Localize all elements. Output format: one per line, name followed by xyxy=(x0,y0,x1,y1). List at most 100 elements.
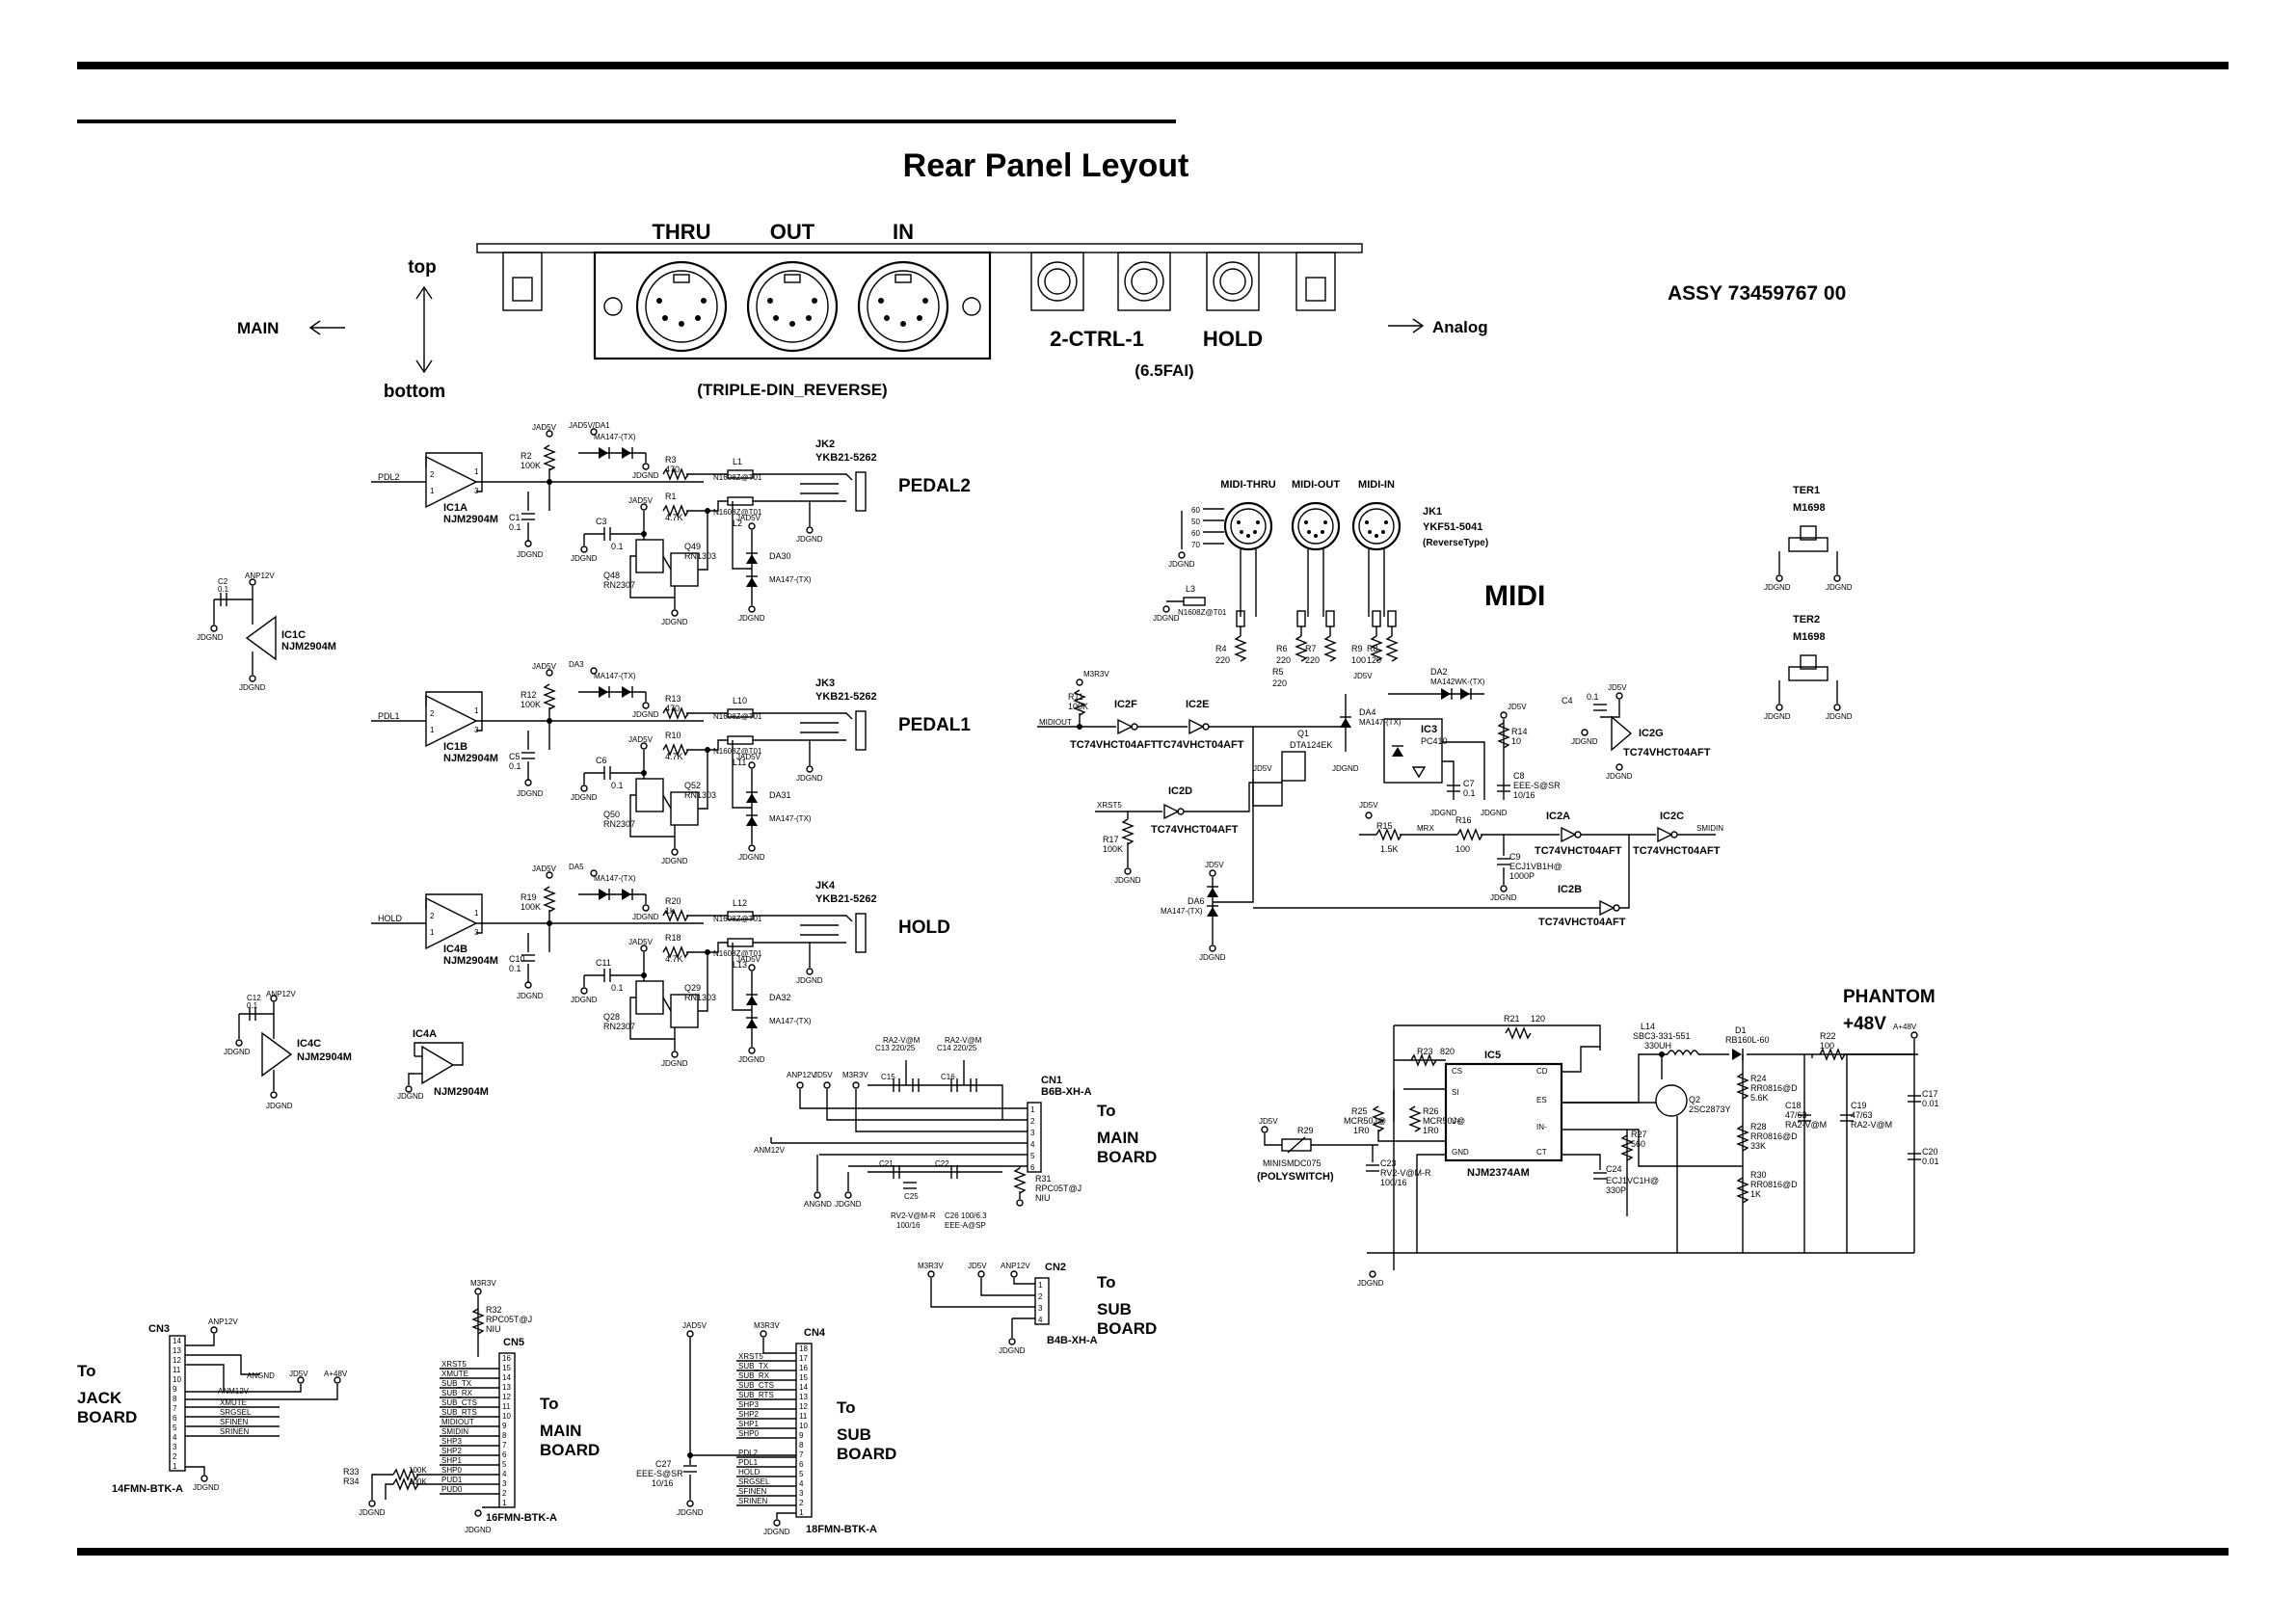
wire xyxy=(662,555,672,571)
din-caption: (TRIPLE-DIN_REVERSE) xyxy=(697,381,887,399)
ground-label: JDGND xyxy=(661,857,688,865)
ground-label: JDGND xyxy=(1357,1279,1384,1288)
signal-name: SMIDIN xyxy=(441,1427,468,1436)
ground-icon xyxy=(1209,945,1216,952)
cap-value: 0.1 xyxy=(509,964,521,973)
direction-main: MAIN xyxy=(237,319,279,337)
transistor-part: DTA124EK xyxy=(1290,740,1332,750)
inductor-part: N1608Z@T01 xyxy=(713,473,762,482)
supply-icon xyxy=(1261,1126,1268,1133)
jack-ref: JK1 xyxy=(1423,506,1442,518)
resistor-ref: R11 xyxy=(1068,692,1083,702)
inverter-ic2c xyxy=(1657,826,1678,843)
supply-label: JD5V xyxy=(1608,683,1627,692)
terminal-symbol xyxy=(1800,525,1817,541)
din-pin xyxy=(1365,520,1369,524)
din-pin xyxy=(1323,520,1327,524)
wire xyxy=(1287,1136,1306,1154)
ic-part: NJM2904M xyxy=(281,641,336,652)
diode-symbol xyxy=(599,889,608,900)
jack-function-name: HOLD xyxy=(898,918,950,938)
supply-icon xyxy=(334,1376,341,1384)
capacitor-symbol xyxy=(521,752,535,759)
ic-pin-name: ES xyxy=(1536,1096,1547,1104)
supply-label: JD5V xyxy=(1508,703,1527,711)
ground-icon xyxy=(1178,551,1186,559)
wire xyxy=(1264,1133,1282,1146)
cap-value: 0.1 xyxy=(1587,692,1599,702)
ground-label: JDGND xyxy=(1153,614,1180,623)
supply-icon xyxy=(927,1270,935,1278)
pin-number: 70 xyxy=(1191,541,1200,549)
ground-icon xyxy=(1162,605,1170,613)
resistor-value: 100K xyxy=(521,461,541,470)
pin-number: 5 xyxy=(1030,1152,1035,1160)
capacitor-symbol xyxy=(521,513,535,520)
wire xyxy=(686,500,728,512)
ground-icon xyxy=(806,765,814,773)
connector-cn5: CN51615141312111098765432116FMN-BTK-AToM… xyxy=(343,1279,600,1534)
inverter-ic2d xyxy=(1163,803,1185,820)
supply-icon xyxy=(1910,1031,1918,1039)
cap-ref: C9 xyxy=(1509,852,1521,862)
cap-value: 0.1 xyxy=(509,522,521,532)
ic-pin-name: GND xyxy=(1452,1148,1469,1157)
resistor-symbol xyxy=(1620,1134,1634,1161)
diode-symbol xyxy=(746,577,758,587)
inductor-value: 330UH xyxy=(1644,1041,1671,1051)
din-pin xyxy=(1240,530,1243,534)
supply-icon xyxy=(270,995,278,1002)
diode-part: MA147-(TX) xyxy=(1161,907,1203,916)
ic-part: TC74VHCT04AFT xyxy=(1151,824,1239,836)
pin-number: 14 xyxy=(173,1337,181,1345)
ground-icon xyxy=(814,1191,821,1199)
connector-body xyxy=(1034,1277,1050,1325)
junction-dot xyxy=(641,770,647,776)
resistor-ref: R3 xyxy=(665,455,677,465)
signal-name: PDL2 xyxy=(378,472,400,482)
signal-name: MIDIOUT xyxy=(441,1418,474,1426)
pin-number: 1 xyxy=(799,1508,804,1517)
inductor-ref: L12 xyxy=(733,898,747,908)
diode-symbol xyxy=(599,889,610,900)
resistor-value: 220 xyxy=(1276,655,1291,665)
terminal-symbol xyxy=(1800,654,1817,670)
ground-icon xyxy=(1124,867,1132,875)
resistor-ref: R19 xyxy=(521,892,537,902)
capacitor-symbol xyxy=(1593,704,1607,711)
resistor-symbol xyxy=(1819,1048,1846,1061)
inductor-symbol xyxy=(1183,597,1206,606)
connector-dest: MAIN xyxy=(1097,1129,1138,1147)
junction-dot xyxy=(705,747,710,753)
resistor-value: 100K xyxy=(1068,702,1088,711)
resistor-value: 1K xyxy=(1750,1189,1761,1199)
ic-pin-name: SI xyxy=(1452,1088,1459,1097)
diode-symbol xyxy=(622,889,633,900)
wire xyxy=(762,1338,796,1354)
assy-number: ASSY 73459767 00 xyxy=(1668,282,1846,305)
wire xyxy=(1619,835,1630,909)
resistor-part: NIU xyxy=(1035,1193,1051,1203)
supply-icon xyxy=(640,742,648,750)
ground-icon xyxy=(580,987,588,995)
diode-symbol xyxy=(599,447,610,459)
resistor-symbol xyxy=(662,504,689,518)
ic-part: TC74VHCT04AFT xyxy=(1535,845,1622,857)
supply-label: M3R3V xyxy=(754,1321,780,1330)
resistor-symbol xyxy=(1410,1053,1437,1067)
resistor-ref: R21 xyxy=(1504,1014,1520,1024)
ground-icon xyxy=(580,545,588,553)
capacitor-symbol xyxy=(950,1078,958,1092)
pin-number: 1 xyxy=(502,1499,507,1507)
opamp-symbol xyxy=(245,615,277,661)
jack-ref: JK2 xyxy=(815,439,835,450)
connector-dest: BOARD xyxy=(1097,1148,1157,1166)
ic-ref: IC3 xyxy=(1421,724,1437,735)
inductor-symbol xyxy=(727,496,754,506)
diode-symbol xyxy=(599,686,608,698)
supply-label: JAD5V xyxy=(736,955,761,964)
resistor-value: 560 xyxy=(1631,1139,1645,1149)
cap-value: ECJ1VB1H@ xyxy=(1509,862,1562,871)
ground-label: JDGND xyxy=(835,1200,862,1209)
